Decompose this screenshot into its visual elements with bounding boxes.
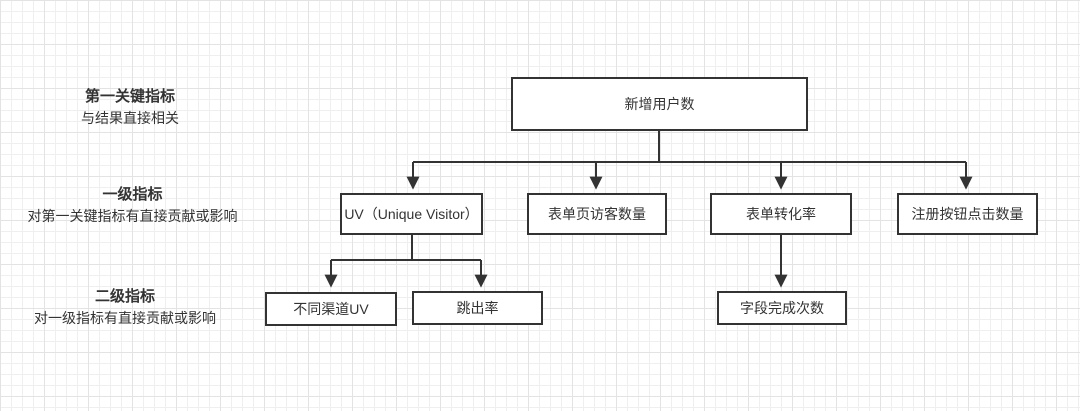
row-label-level1-subtitle: 对第一关键指标有直接贡献或影响	[27, 208, 238, 224]
node-channel-uv: 不同渠道UV	[265, 292, 397, 326]
row-label-key-metric-subtitle: 与结果直接相关	[81, 110, 179, 126]
node-uv-unique-visitor: UV（Unique Visitor）	[340, 193, 483, 235]
row-label-level1: 一级指标 对第一关键指标有直接贡献或影响	[15, 184, 250, 227]
row-label-level2-subtitle: 对一级指标有直接贡献或影响	[34, 310, 216, 326]
node-field-completions: 字段完成次数	[717, 291, 847, 325]
node-bounce-rate: 跳出率	[412, 291, 543, 325]
node-form-conversion-rate: 表单转化率	[710, 193, 852, 235]
node-register-button-clicks: 注册按钮点击数量	[897, 193, 1038, 235]
node-new-user-count: 新增用户数	[511, 77, 808, 131]
row-label-key-metric: 第一关键指标 与结果直接相关	[20, 86, 240, 129]
node-form-page-visitors: 表单页访客数量	[527, 193, 667, 235]
row-label-level2-title: 二级指标	[94, 288, 155, 305]
row-label-key-metric-title: 第一关键指标	[84, 88, 175, 105]
row-label-level2: 二级指标 对一级指标有直接贡献或影响	[10, 286, 240, 329]
row-label-level1-title: 一级指标	[102, 186, 163, 203]
